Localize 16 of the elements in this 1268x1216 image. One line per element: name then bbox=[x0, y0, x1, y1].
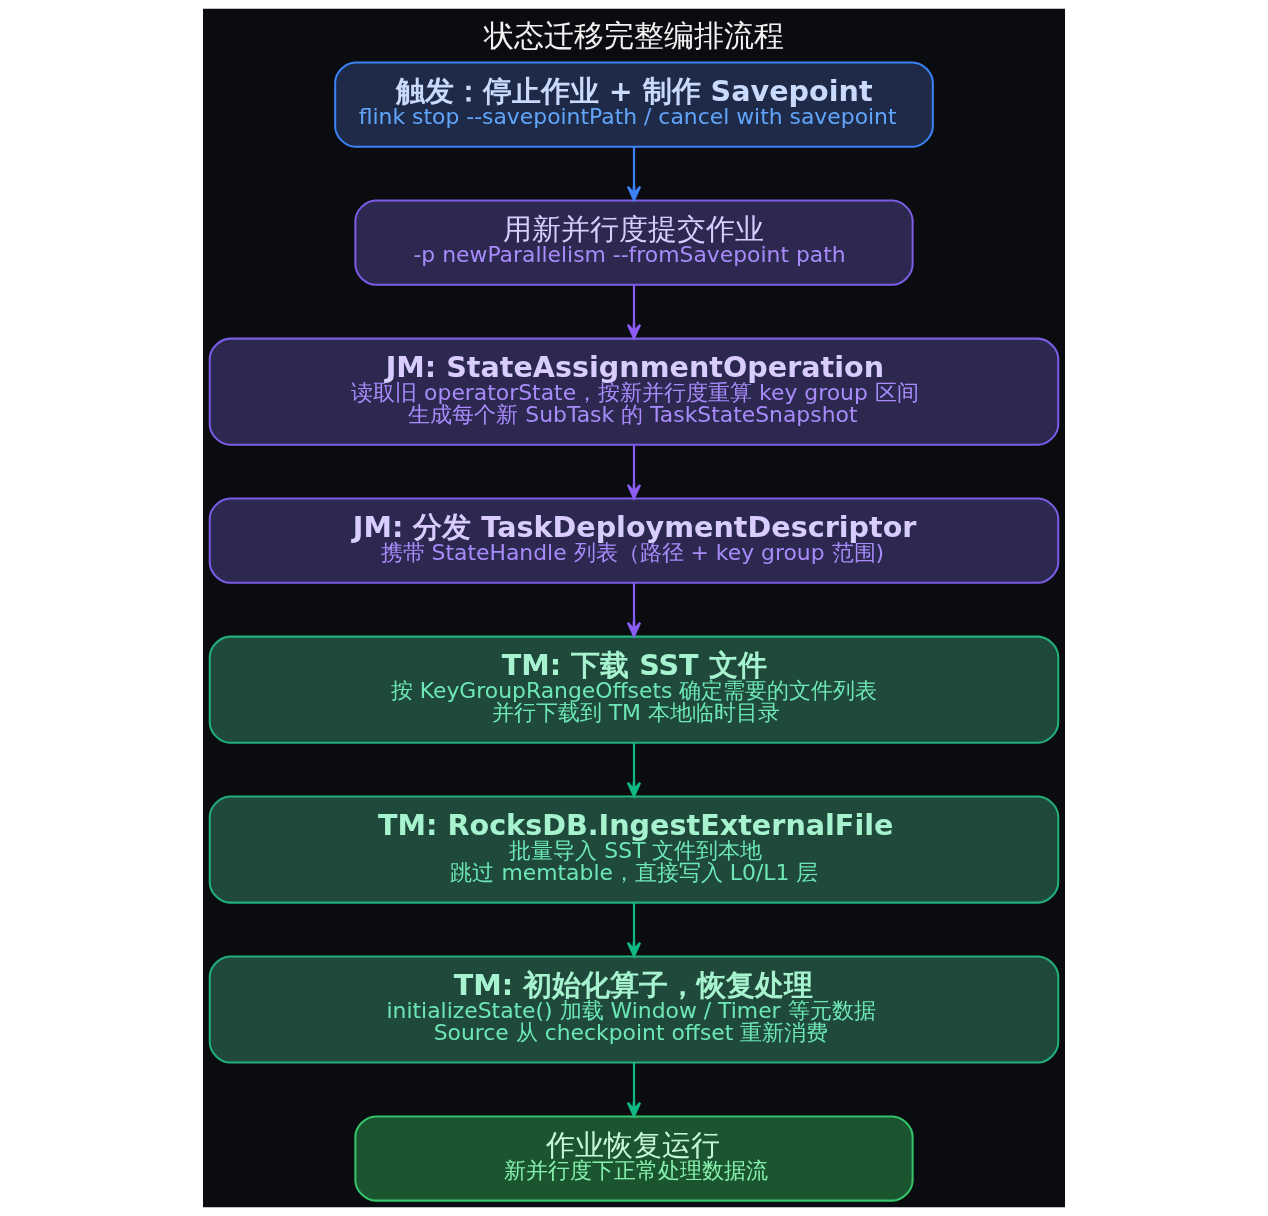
arrow bbox=[626, 146, 642, 202]
arrow bbox=[626, 903, 642, 958]
node-box: 用新并行度提交作业 -p newParallelism --fromSavepoint path bbox=[354, 199, 914, 286]
arrow bbox=[626, 284, 642, 340]
arrow bbox=[626, 1062, 642, 1118]
arrow bbox=[626, 445, 642, 500]
diagram-title: 状态迁移完整编排流程 bbox=[484, 18, 784, 54]
node-box: JM: StateAssignmentOperation 读取旧 operatorState，按新并行度重算 key group 区间 生成每个新 SubTask 的 TaskStateSnapshot bbox=[208, 337, 1060, 446]
node-box: TM: 初始化算子，恢复处理 initializeState() 加载 Window / Timer 等元数据 Source 从 checkpoint offset 重新消费 bbox=[208, 955, 1060, 1064]
arrow bbox=[626, 743, 642, 798]
node-box: 触发：停止作业 + 制作 Savepoint flink stop --savepointPath / cancel with savepoint bbox=[334, 61, 934, 148]
node-box: JM: 分发 TaskDeploymentDescriptor 携带 StateHandle 列表（路径 + key group 范围) bbox=[208, 497, 1060, 584]
node-box: 作业恢复运行 新并行度下正常处理数据流 bbox=[354, 1115, 914, 1202]
arrow bbox=[626, 582, 642, 638]
node-box: TM: RocksDB.IngestExternalFile 批量导入 SST 文件到本地 跳过 memtable，直接写入 L0/L1 层 bbox=[208, 795, 1060, 904]
node-box: TM: 下载 SST 文件 按 KeyGroupRangeOffsets 确定需要的文件列表 并行下载到 TM 本地临时目录 bbox=[208, 635, 1060, 744]
